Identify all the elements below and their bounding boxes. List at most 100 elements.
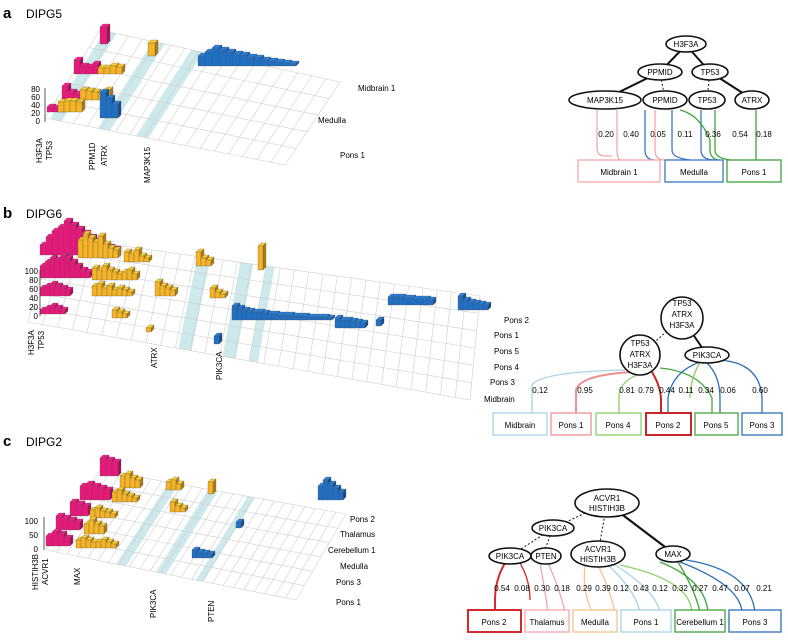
bar — [116, 273, 123, 281]
bar — [326, 317, 333, 321]
bar — [232, 53, 241, 67]
bar — [105, 97, 113, 119]
sample-box — [741, 412, 783, 436]
bar — [286, 314, 293, 321]
y-tick-label: 40 — [29, 294, 38, 303]
tree-node-label: ACVR1 — [585, 545, 612, 554]
bar — [197, 55, 206, 67]
bar — [74, 265, 81, 279]
bar — [39, 309, 46, 315]
bar — [44, 261, 51, 279]
bar — [82, 233, 89, 259]
bar-side — [154, 39, 159, 57]
bar — [63, 100, 71, 113]
fraction-label: 0.54 — [494, 584, 510, 593]
fraction-label: 0.43 — [633, 584, 649, 593]
panel-a: a DIPG5 80 60 40 20 0 H3F3A TP53 PPM1D A… — [3, 5, 782, 183]
bar — [91, 91, 99, 101]
bar — [81, 505, 89, 517]
bar — [457, 295, 464, 311]
panel-b-tree: TP53 ATRX H3F3A TP53 ATRX H3F3A PIK3CA 0… — [492, 296, 783, 436]
tree-node-label: PIK3CA — [539, 524, 568, 533]
bar — [59, 287, 66, 297]
fraction-label: 0.44 — [659, 386, 675, 395]
sample-label: Medulla — [680, 168, 709, 177]
bar — [267, 60, 276, 67]
fraction-label: 0.18 — [756, 130, 772, 139]
y-tick-label: 60 — [29, 285, 38, 294]
bar — [407, 297, 414, 306]
bar — [123, 251, 130, 263]
bar — [204, 51, 213, 67]
bar — [145, 327, 152, 333]
bar — [131, 497, 138, 503]
fraction-label: 0.08 — [514, 584, 530, 593]
grid-line — [129, 48, 185, 135]
fraction-label: 0.11 — [678, 130, 694, 139]
fraction-label: 0.30 — [534, 584, 550, 593]
bar — [246, 56, 255, 67]
bar — [45, 236, 53, 256]
panel-c-letter: c — [3, 433, 11, 450]
bar — [138, 255, 145, 263]
bar — [49, 257, 56, 279]
bar — [246, 310, 253, 321]
sample-box — [674, 609, 726, 633]
bar — [116, 489, 123, 503]
bar — [103, 489, 111, 501]
bar — [121, 493, 128, 503]
bar — [102, 243, 109, 259]
bar — [39, 287, 46, 297]
bar — [276, 314, 283, 321]
tree-node-label: TP53 — [697, 96, 717, 105]
bar — [306, 316, 313, 321]
fraction-label: 0.32 — [672, 584, 688, 593]
bar — [261, 312, 268, 321]
sample-label: Pons 2 — [656, 421, 681, 430]
fraction-label: 0.95 — [577, 386, 593, 395]
bar — [131, 273, 138, 281]
sample-label: Pons 2 — [482, 618, 507, 627]
bar — [111, 309, 118, 319]
bar — [106, 285, 113, 297]
sample-label: Pons 5 — [704, 421, 729, 430]
bar — [85, 483, 93, 501]
bar — [98, 525, 105, 535]
tree-node-label: H3F3A — [628, 361, 654, 370]
bar — [101, 265, 108, 281]
bar-side — [106, 23, 111, 45]
bar — [159, 285, 166, 297]
bar — [206, 553, 213, 559]
bar — [54, 307, 61, 315]
bar — [169, 289, 176, 297]
panel-c-tree: ACVR1 HISTIH3B PIK3CA PIK3CA PTEN ACVR1 … — [467, 488, 782, 633]
bar — [482, 304, 489, 311]
bar — [179, 507, 186, 513]
bar — [100, 539, 107, 549]
bar — [124, 473, 131, 489]
bar — [231, 305, 238, 321]
tree-node-label: MAP3K15 — [587, 96, 624, 105]
sample-box — [577, 159, 661, 183]
bar — [175, 483, 182, 491]
bar — [45, 535, 53, 547]
sample-box — [620, 609, 672, 633]
fraction-label: 0.34 — [698, 386, 714, 395]
sample-label: Pons 1 — [742, 168, 767, 177]
gene-label: PPM1D — [88, 142, 97, 170]
y-tick-label: 0 — [36, 117, 41, 126]
bar — [111, 461, 119, 477]
bar — [73, 59, 81, 75]
bar — [85, 90, 93, 101]
bar — [477, 303, 484, 311]
bar — [49, 305, 56, 315]
bar — [111, 491, 118, 503]
tree-node-label: ACVR1 — [594, 494, 621, 503]
y-tick-label: 100 — [25, 517, 39, 526]
bar — [92, 241, 99, 259]
panel-b-letter: b — [3, 205, 12, 222]
bar — [165, 481, 172, 491]
bar — [349, 320, 356, 329]
grid-highlight-stripe — [136, 49, 204, 139]
bar — [274, 61, 283, 67]
